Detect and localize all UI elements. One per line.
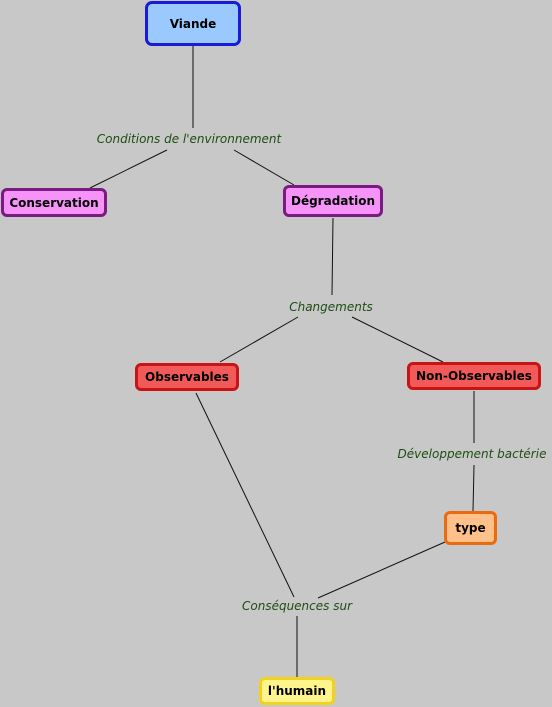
edge-observables-consequences [195,392,295,598]
link-label-conditions: Conditions de l'environnement [94,132,284,146]
link-label-changements: Changements [287,300,375,314]
edge-changements-observables [219,316,299,363]
node-conservation[interactable]: Conservation [1,188,107,217]
link-label-developpement: Développement bactérie [395,447,549,461]
node-non-observables[interactable]: Non-Observables [407,362,541,390]
edge-conditions-degradation [233,149,295,186]
edge-developpement-type [472,464,475,512]
edge-degradation-changements [331,217,334,296]
node-non-observables-label: Non-Observables [416,369,532,383]
node-observables-label: Observables [145,370,229,384]
node-viande[interactable]: Viande [145,1,241,46]
node-lhumain[interactable]: l'humain [259,677,335,705]
node-observables[interactable]: Observables [135,363,239,391]
edge-type-consequences [317,541,446,599]
node-type[interactable]: type [444,511,497,545]
edge-changements-non-observables [351,316,444,363]
edge-conditions-conservation [89,149,168,189]
node-degradation[interactable]: Dégradation [283,185,383,217]
node-type-label: type [455,521,486,535]
node-lhumain-label: l'humain [267,684,327,698]
node-conservation-label: Conservation [9,195,99,210]
node-degradation-label: Dégradation [290,194,376,208]
node-viande-label: Viande [169,16,217,31]
link-label-consequences: Conséquences sur [239,599,355,613]
